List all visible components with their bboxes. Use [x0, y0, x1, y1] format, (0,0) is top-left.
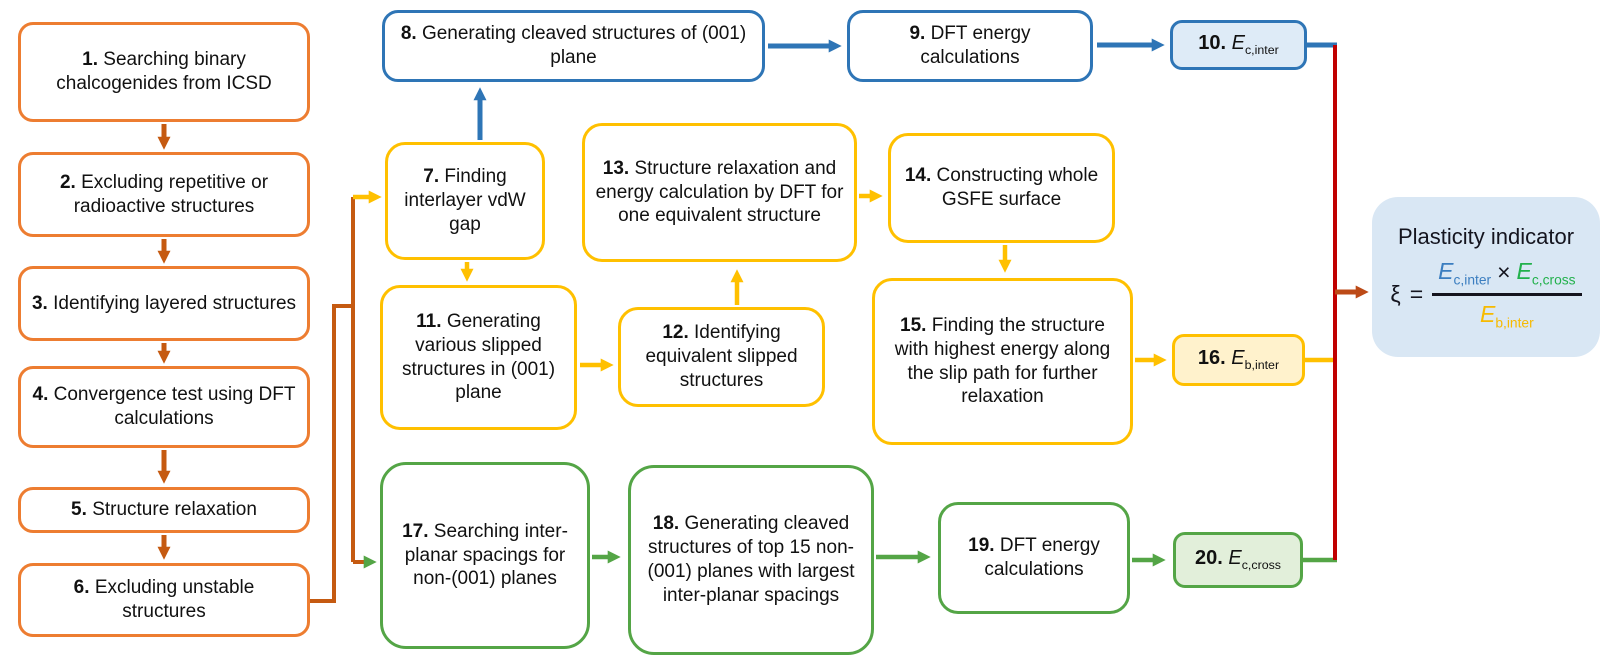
step-16-number: 16. [1197, 347, 1226, 370]
e-b-inter-term: Eb,inter [1480, 300, 1534, 331]
step-11-label: Generating various slipped structures in… [401, 310, 556, 404]
step-4-label: Convergence test using DFT calculations [53, 384, 296, 429]
step-1-box: 1. Searching binary chalcogenides from I… [18, 22, 310, 122]
step-11-box: 11. Generating various slipped structure… [380, 285, 577, 430]
energy-symbol-b-inter: Eb,inter [1231, 347, 1280, 373]
step-2-number: 2. [59, 171, 76, 193]
step-10-number: 10. [1198, 32, 1227, 55]
step-20-box: 20. Ec,cross [1173, 532, 1303, 588]
step-13-box: 13. Structure relaxation and energy calc… [582, 123, 857, 262]
plasticity-indicator-panel: Plasticity indicator ξ = Ec,inter × Ec,c… [1372, 197, 1600, 357]
step-4-box: 4. Convergence test using DFT calculatio… [18, 366, 310, 448]
green-chain-arrows [592, 550, 1337, 567]
step-17-number: 17. [402, 520, 429, 542]
step-14-box: 14. Constructing whole GSFE surface [888, 133, 1115, 243]
formula-fraction: Ec,inter × Ec,cross Eb,inter [1432, 257, 1582, 331]
step-1-number: 1. [82, 49, 98, 71]
step-14-number: 14. [904, 165, 932, 187]
step-3-box: 3. Identifying layered structures [18, 266, 310, 341]
step-3-label: Identifying layered structures [53, 292, 297, 314]
step-6-label: Excluding unstable structures [94, 577, 255, 622]
step-5-label: Structure relaxation [92, 499, 257, 521]
step-14-label: Constructing whole GSFE surface [936, 165, 1099, 210]
step-17-box: 17. Searching inter-planar spacings for … [380, 462, 590, 649]
step-6-number: 6. [73, 577, 90, 599]
plasticity-indicator-title: Plasticity indicator [1397, 223, 1575, 249]
step-19-label: DFT energy calculations [984, 535, 1100, 580]
step-7-box: 7. Finding interlayer vdW gap [385, 142, 545, 260]
step-8-box: 8. Generating cleaved structures of (001… [382, 10, 765, 82]
step-17-label: Searching inter-planar spacings for non-… [404, 520, 568, 590]
step-2-box: 2. Excluding repetitive or radioactive s… [18, 152, 310, 237]
step-12-number: 12. [662, 322, 689, 344]
step-18-label: Generating cleaved structures of top 15 … [647, 513, 855, 606]
step-7-number: 7. [423, 166, 440, 188]
step-12-label: Identifying equivalent slipped structure… [645, 322, 798, 391]
step-8-label: Generating cleaved structures of (001) p… [421, 23, 747, 68]
step-9-number: 9. [909, 23, 926, 45]
plasticity-formula: ξ = Ec,inter × Ec,cross Eb,inter [1390, 257, 1582, 331]
step-19-number: 19. [968, 535, 995, 557]
step-3-number: 3. [31, 292, 48, 314]
step-15-box: 15. Finding the structure with highest e… [872, 278, 1133, 445]
step-6-box: 6. Excluding unstable structures [18, 563, 310, 637]
step-19-box: 19. DFT energy calculations [938, 502, 1130, 614]
step-18-number: 18. [652, 513, 680, 535]
fraction-denominator: Eb,inter [1480, 296, 1534, 331]
step-15-label: Finding the structure with highest energ… [894, 314, 1111, 408]
step-12-box: 12. Identifying equivalent slipped struc… [618, 307, 825, 407]
step-7-label: Finding interlayer vdW gap [404, 166, 526, 235]
step-8-number: 8. [400, 23, 417, 45]
step-2-label: Excluding repetitive or radioactive stru… [73, 171, 269, 217]
xi-symbol: ξ [1390, 280, 1401, 307]
e-c-inter-term: Ec,inter [1438, 257, 1492, 288]
e-c-cross-term: Ec,cross [1516, 257, 1576, 288]
fraction-numerator: Ec,inter × Ec,cross [1432, 257, 1582, 296]
step-9-label: DFT energy calculations [920, 23, 1031, 68]
yellow-chain-arrows [460, 189, 1337, 372]
step-18-box: 18. Generating cleaved structures of top… [628, 465, 874, 655]
equals-sign: = [1409, 280, 1424, 307]
step-1-label: Searching binary chalcogenides from ICSD [56, 49, 272, 94]
energy-symbol-c-cross: Ec,cross [1228, 547, 1281, 573]
step-5-box: 5. Structure relaxation [18, 487, 310, 533]
energy-symbol-c-inter: Ec,inter [1231, 32, 1279, 58]
step-13-label: Structure relaxation and energy calculat… [595, 157, 844, 227]
multiply-sign: × [1497, 259, 1511, 286]
step-10-box: 10. Ec,inter [1170, 20, 1307, 70]
step-16-box: 16. Eb,inter [1172, 334, 1305, 386]
step-11-number: 11. [416, 310, 442, 332]
step-13-number: 13. [602, 157, 630, 179]
step-9-box: 9. DFT energy calculations [847, 10, 1093, 82]
step-20-number: 20. [1195, 547, 1223, 570]
step-4-number: 4. [32, 384, 49, 406]
blue-chain-arrows [473, 38, 1337, 140]
branch-bracket [310, 197, 355, 603]
step-5-number: 5. [71, 499, 87, 521]
step-15-number: 15. [900, 314, 927, 336]
